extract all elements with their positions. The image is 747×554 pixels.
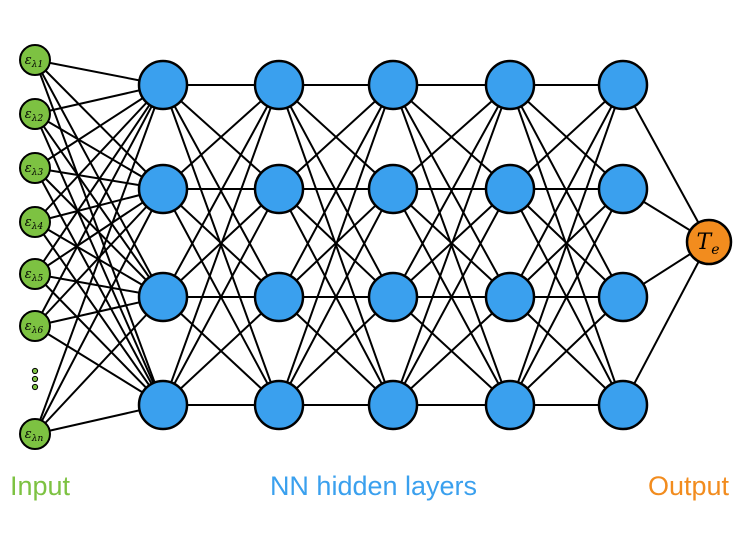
edge-hidden4-3-to-hidden5-1	[509, 84, 624, 298]
hidden-node-layer4-1	[484, 59, 536, 111]
edge-hidden1-4-to-hidden2-1	[162, 84, 280, 406]
hidden-node-layer3-4	[367, 379, 419, 431]
output-caption: Output	[647, 471, 729, 501]
edge-input-7-to-hidden1-3	[34, 296, 164, 435]
edge-input-6-to-hidden1-1	[34, 84, 164, 327]
edge-input-5-to-hidden1-2	[34, 188, 164, 275]
hidden-node-layer3-2	[367, 163, 419, 215]
input-node-label: ελ4	[25, 215, 44, 232]
input-node-circle	[19, 98, 51, 130]
input-node-4: ελ4	[19, 206, 51, 238]
output-node: Te	[685, 218, 733, 266]
connection-edges	[34, 59, 710, 435]
edge-hidden4-4-to-hidden5-1	[509, 84, 624, 406]
input-node-label: ελ2	[25, 107, 44, 124]
edge-input-5-to-hidden1-4	[34, 273, 164, 406]
input-node-label: ελ3	[25, 161, 44, 178]
hidden-node-layer3-3	[367, 271, 419, 323]
hidden-node-layer5-1	[597, 59, 649, 111]
hidden-node-layer1-2	[137, 163, 189, 215]
hidden-node-layer5-3	[597, 271, 649, 323]
edge-hidden1-4-to-hidden2-2	[162, 188, 280, 406]
hidden-node-layer1-4	[137, 379, 189, 431]
edge-hidden2-4-to-hidden3-2	[278, 188, 394, 406]
edge-input-4-to-hidden1-1	[34, 84, 164, 223]
hidden-node-layer5-4	[597, 379, 649, 431]
input-node-label: ελ6	[25, 319, 44, 336]
hidden-node-layer2-4	[253, 379, 305, 431]
input-node-6: ελ6	[19, 310, 51, 342]
output-node-circle	[685, 218, 733, 266]
input-node-3: ελ3	[19, 152, 51, 184]
edge-hidden1-2-to-hidden2-1	[162, 84, 280, 190]
edge-input-1-to-hidden1-2	[34, 59, 164, 190]
hidden-layers-caption: NN hidden layers	[269, 471, 478, 501]
hidden-node-layer2-1	[253, 59, 305, 111]
input-node-1: ελ1	[19, 44, 51, 76]
input-ellipsis-icon: ⋮	[31, 367, 39, 391]
input-node-label: ελn	[25, 427, 44, 444]
input-node-circle	[19, 258, 51, 290]
network-nodes: ελ1 ελ2 ελ3 ελ4 ελ5 ελ6 ελn ⋮ Te	[19, 44, 733, 450]
edge-input-7-to-hidden1-1	[34, 84, 164, 435]
input-node-circle	[19, 418, 51, 450]
edge-hidden1-3-to-hidden2-1	[162, 84, 280, 298]
edge-hidden1-4-to-hidden2-3	[162, 296, 280, 406]
edge-hidden5-1-to-output	[622, 84, 710, 243]
output-node-label: Te	[697, 230, 720, 258]
edge-hidden2-2-to-hidden3-1	[278, 84, 394, 190]
edge-hidden4-4-to-hidden5-2	[509, 188, 624, 406]
input-node-5: ελ5	[19, 258, 51, 290]
edge-hidden4-4-to-hidden5-3	[509, 296, 624, 406]
edge-input-7-to-hidden1-2	[34, 188, 164, 435]
input-node-label: ελ1	[25, 53, 43, 70]
hidden-node-layer5-2	[597, 163, 649, 215]
edge-hidden2-4-to-hidden3-3	[278, 296, 394, 406]
edge-hidden3-4-to-hidden4-1	[392, 84, 511, 406]
hidden-node-layer3-1	[367, 59, 419, 111]
edge-hidden3-4-to-hidden4-3	[392, 296, 511, 406]
input-node-circle	[19, 206, 51, 238]
hidden-node-layer4-2	[484, 163, 536, 215]
edge-hidden3-3-to-hidden4-1	[392, 84, 511, 298]
input-node-7: ελn	[19, 418, 51, 450]
edge-hidden2-3-to-hidden3-1	[278, 84, 394, 298]
hidden-node-layer2-3	[253, 271, 305, 323]
edge-hidden2-4-to-hidden3-1	[278, 84, 394, 406]
input-node-circle	[19, 310, 51, 342]
edge-input-3-to-hidden1-1	[34, 84, 164, 169]
edge-input-5-to-hidden1-1	[34, 84, 164, 275]
input-node-circle	[19, 44, 51, 76]
input-node-2: ελ2	[19, 98, 51, 130]
input-node-circle	[19, 152, 51, 184]
hidden-node-layer1-1	[137, 59, 189, 111]
edge-hidden3-4-to-hidden4-2	[392, 188, 511, 406]
hidden-node-layer1-3	[137, 271, 189, 323]
input-caption: Input	[10, 471, 71, 501]
input-node-label: ελ5	[25, 267, 44, 284]
hidden-node-layer2-2	[253, 163, 305, 215]
edge-hidden5-4-to-output	[622, 241, 710, 406]
edge-hidden3-2-to-hidden4-1	[392, 84, 511, 190]
edge-hidden4-2-to-hidden5-1	[509, 84, 624, 190]
hidden-node-layer4-4	[484, 379, 536, 431]
hidden-node-layer4-3	[484, 271, 536, 323]
